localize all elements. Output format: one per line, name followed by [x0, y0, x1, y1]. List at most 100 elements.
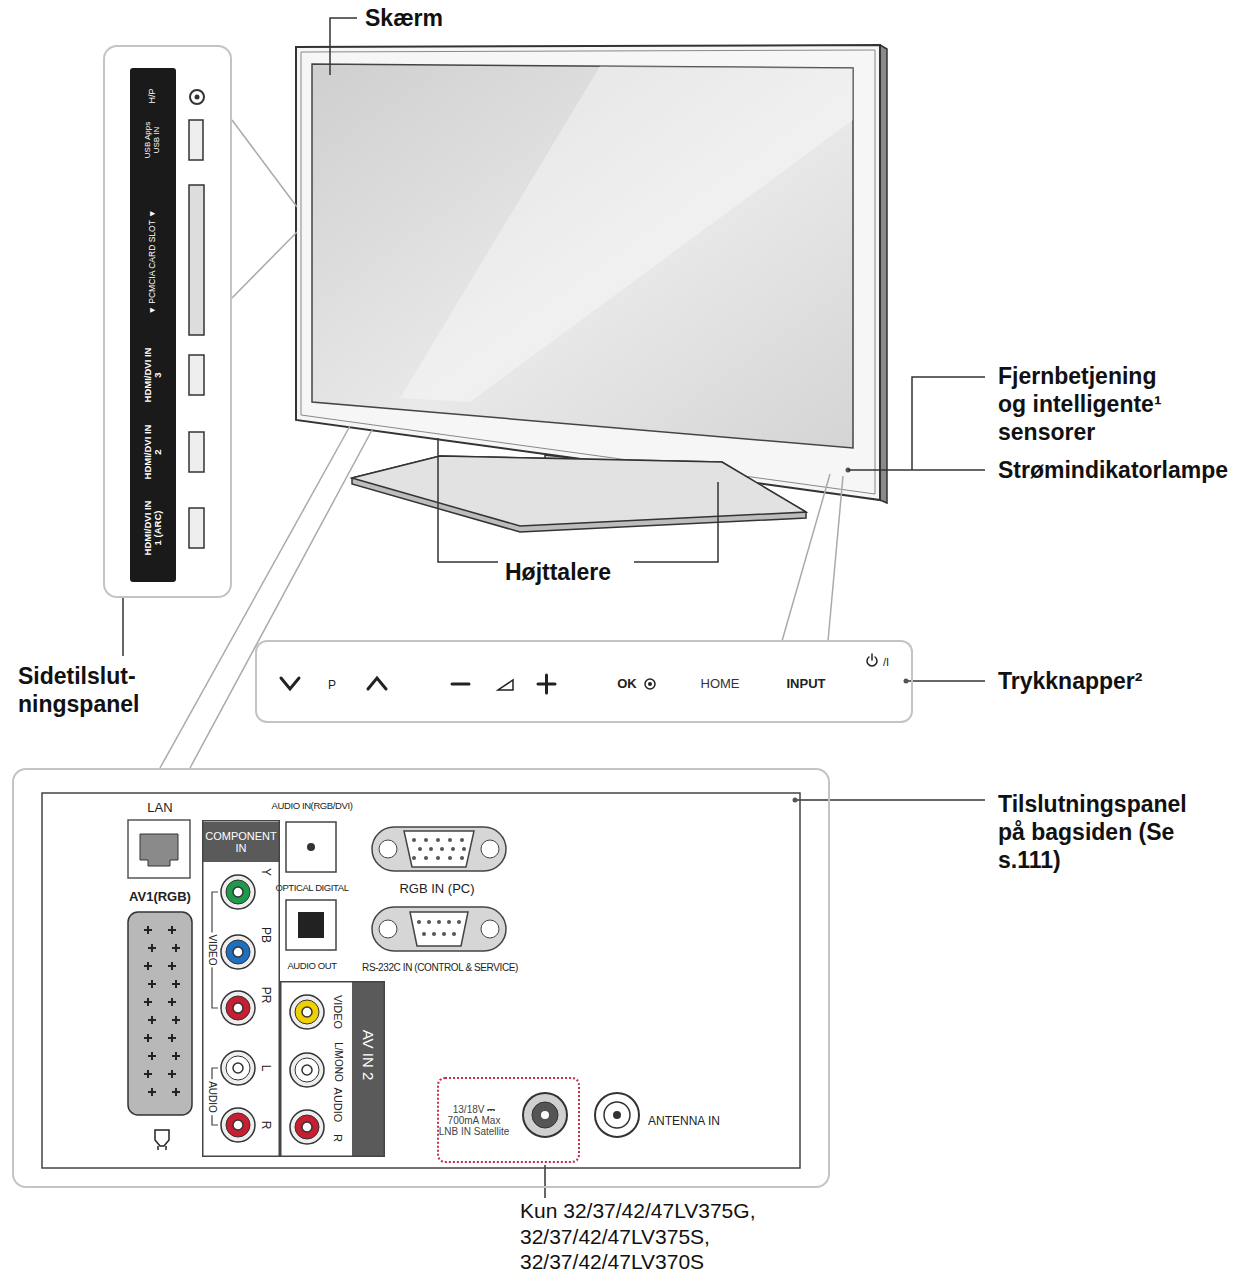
av-in-box: AV IN 2VIDEOL/MONOAUDIOR — [280, 981, 385, 1157]
scart-pin — [144, 1034, 152, 1042]
scart-pin — [172, 1088, 180, 1096]
leader-line — [330, 18, 357, 75]
leader-dot — [904, 679, 909, 684]
rca-jack — [302, 1007, 312, 1017]
leader-line — [912, 377, 985, 470]
port-label: RGB IN (PC) — [399, 882, 474, 896]
port-label: AV1(RGB) — [129, 890, 191, 904]
leader-line — [828, 476, 843, 641]
callout-label: Tilslutningspanel på bagsiden (Se s.111) — [998, 790, 1213, 874]
rca-jack — [295, 1115, 319, 1139]
leader-line — [438, 438, 498, 562]
channel-up — [368, 678, 386, 689]
port-label: INPUT — [787, 677, 826, 691]
leader-line — [232, 120, 297, 207]
port-label: HDMI/DVI IN 1 (ARC) — [143, 500, 164, 556]
lan-port — [140, 834, 178, 866]
tv-frame — [296, 45, 880, 500]
port-label: AUDIO OUT — [287, 961, 336, 971]
port-label: LAN — [147, 801, 172, 815]
d-sub-pin — [437, 920, 441, 924]
side-connection-panel: H/PUSB Apps USB IN▼ PCMCIA CARD SLOT ▼HD… — [103, 45, 232, 598]
stand-base-edge — [352, 456, 806, 532]
scart-pin — [144, 926, 152, 934]
leader-dot — [793, 798, 798, 803]
hdmi-port — [189, 508, 204, 548]
tv-illustration — [296, 45, 887, 532]
d-sub-pin — [460, 856, 464, 860]
scart-port — [128, 912, 192, 1115]
scart-pin — [172, 1016, 180, 1024]
scart-pin — [168, 962, 176, 970]
rca-jack — [221, 935, 255, 969]
rca-jack — [221, 991, 255, 1025]
rca-jack — [295, 1000, 319, 1024]
port-label: H/P — [148, 88, 158, 103]
rca-jacks — [221, 875, 324, 1144]
d-sub-pin — [460, 838, 464, 842]
volume-down — [452, 683, 469, 686]
port-label: PR — [258, 987, 271, 1004]
screw — [379, 920, 397, 938]
port-label: ANTENNA IN — [644, 1115, 724, 1128]
screw — [481, 920, 499, 938]
d-sub-pin — [436, 838, 440, 842]
scart-pin — [148, 1016, 156, 1024]
scart-pin — [172, 944, 180, 952]
rca-jack — [295, 1058, 319, 1082]
d-sub-pin — [412, 856, 416, 860]
port-label: Y — [258, 868, 271, 876]
scart-pin — [144, 962, 152, 970]
scart-pin — [172, 980, 180, 988]
rs232-port — [372, 907, 506, 951]
port-label: AV IN 2 — [360, 1030, 377, 1081]
port-label: AUDIO — [332, 1088, 344, 1123]
d-sub-pin — [447, 920, 451, 924]
screw — [481, 840, 499, 858]
antenna-jack — [604, 1102, 630, 1128]
rca-jack — [233, 1120, 243, 1130]
port-label: /I — [883, 656, 889, 668]
audio-in-port — [307, 843, 315, 851]
d-sub-pin — [448, 856, 452, 860]
pcmcia-slot — [189, 185, 204, 335]
callout-label: Trykknapper² — [998, 667, 1142, 695]
port-shell — [372, 827, 506, 871]
d-sub-pin — [432, 932, 436, 936]
d-sub-pin — [424, 838, 428, 842]
antenna-jack — [613, 1111, 621, 1119]
lnb-jack — [541, 1111, 549, 1119]
callout-label: Kun 32/37/42/47LV375G, 32/37/42/47LV375S… — [520, 1198, 820, 1275]
leader-line — [122, 598, 124, 656]
callout-label: Fjernbetjening og intelligente¹ sensorer — [998, 362, 1183, 446]
d-sub-pin — [412, 838, 416, 842]
screen-reflection — [400, 66, 853, 402]
leader-line — [544, 1165, 546, 1198]
av-in-band — [352, 982, 385, 1156]
d-sub-pin — [418, 847, 422, 851]
leader-line — [190, 430, 372, 768]
d-sub-pin — [429, 847, 433, 851]
usb-port — [189, 120, 203, 160]
scart-pins — [144, 926, 180, 1096]
scart-pin — [148, 944, 156, 952]
button-symbols — [281, 654, 877, 693]
rca-jack — [233, 947, 243, 957]
d-sub-pin — [440, 847, 444, 851]
port-shell — [372, 907, 506, 951]
scart-pin — [168, 1070, 176, 1078]
rca-jack — [226, 940, 250, 964]
scart-pin — [172, 1052, 180, 1060]
port-label: USB Apps USB IN — [144, 118, 162, 162]
hdmi-port — [189, 432, 204, 472]
scart-pin — [144, 998, 152, 1006]
port-label: OK — [617, 677, 637, 691]
d-sub-pin — [452, 932, 456, 936]
leader-line — [848, 469, 985, 471]
button-panel: POKHOMEINPUT/I — [255, 640, 913, 723]
leader-line — [232, 232, 297, 298]
d-sub-pin — [462, 847, 466, 851]
port-label: AUDIO — [207, 1079, 218, 1115]
audio-in-port — [286, 822, 336, 872]
rca-jack — [226, 996, 250, 1020]
